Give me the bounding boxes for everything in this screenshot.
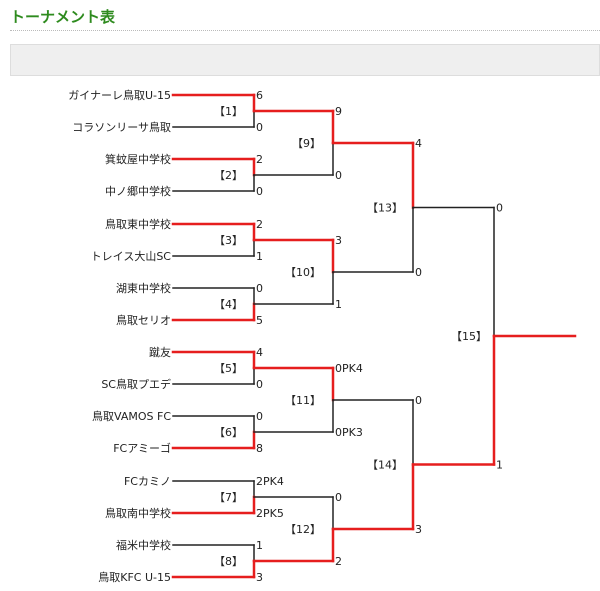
match-label: 【14】	[367, 459, 403, 472]
match-label: 【8】	[214, 555, 243, 568]
team-name: 鳥取KFC U-15	[98, 570, 171, 584]
team-name: 福米中学校	[116, 538, 171, 552]
team-name: 鳥取南中学校	[105, 506, 171, 520]
match-label: 【1】	[214, 105, 243, 118]
score: 0	[335, 169, 342, 182]
score: 2	[256, 218, 263, 231]
score: 0	[415, 394, 422, 407]
score: 3	[335, 234, 342, 247]
team-name: 鳥取VAMOS FC	[92, 409, 171, 423]
team-name: FCカミノ	[124, 475, 171, 488]
score: 2PK5	[256, 507, 284, 520]
team-name: SC鳥取プエデ	[101, 377, 171, 391]
match-label: 【11】	[285, 394, 321, 407]
team-name: 湖東中学校	[116, 281, 171, 295]
team-name: トレイス大山SC	[91, 249, 172, 263]
match-label: 【3】	[214, 234, 243, 247]
match-label: 【5】	[214, 362, 243, 375]
team-name: コラソンリーサ鳥取	[72, 120, 171, 134]
score: 1	[335, 298, 342, 311]
team-name: 中ノ郷中学校	[105, 184, 171, 198]
score: 3	[415, 523, 422, 536]
team-name: FCアミーゴ	[113, 441, 171, 455]
score: 5	[256, 314, 263, 327]
score: 1	[256, 539, 263, 552]
title-divider	[10, 30, 600, 31]
score: 1	[256, 250, 263, 263]
team-name: 蹴友	[149, 345, 171, 359]
score: 2	[256, 153, 263, 166]
page-title: トーナメント表	[10, 8, 116, 26]
match-label: 【13】	[367, 202, 403, 215]
score: 0	[496, 202, 503, 215]
match-label: 【10】	[285, 266, 321, 279]
score: 0PK4	[335, 362, 363, 375]
match-label: 【12】	[285, 523, 321, 536]
team-name: 鳥取セリオ	[116, 313, 171, 327]
score: 0	[335, 491, 342, 504]
match-label: 【9】	[292, 137, 321, 150]
score: 1	[496, 459, 503, 472]
score: 9	[335, 105, 342, 118]
score: 3	[256, 571, 263, 584]
score: 0	[256, 185, 263, 198]
match-label: 【15】	[451, 330, 487, 343]
team-name: ガイナーレ鳥取U-15	[68, 88, 171, 102]
match-label: 【4】	[214, 298, 243, 311]
score: 2	[335, 555, 342, 568]
score: 6	[256, 89, 263, 102]
score: 0	[256, 282, 263, 295]
team-name: 箕蚊屋中学校	[105, 152, 171, 166]
team-name: 鳥取東中学校	[105, 217, 171, 231]
match-label: 【6】	[214, 426, 243, 439]
score: 0	[256, 121, 263, 134]
score: 4	[415, 137, 422, 150]
score: 0PK3	[335, 426, 363, 439]
score: 8	[256, 442, 263, 455]
score: 0	[256, 378, 263, 391]
score: 2PK4	[256, 475, 284, 488]
score: 0	[415, 266, 422, 279]
score: 4	[256, 346, 263, 359]
match-label: 【2】	[214, 169, 243, 182]
header-band	[10, 44, 600, 76]
score: 0	[256, 410, 263, 423]
match-label: 【7】	[214, 491, 243, 504]
